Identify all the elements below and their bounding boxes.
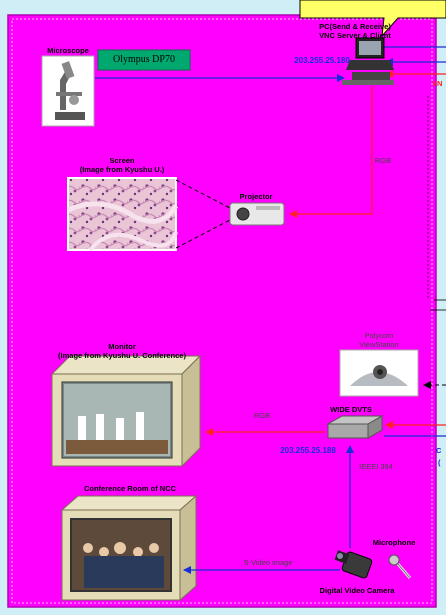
microscope-label: Microscope bbox=[47, 46, 89, 55]
pc-title: PC(Send & Receive) VNC Server & Client bbox=[319, 22, 391, 40]
polycom-icon bbox=[339, 349, 419, 397]
conference-room-label: Conference Room of NCC bbox=[83, 484, 177, 493]
projector-icon bbox=[229, 202, 285, 226]
dvts-label: WIDE DVTS bbox=[330, 405, 372, 414]
pc-ip: 203.255.25.180 bbox=[294, 56, 350, 65]
microphone-label: Microphone bbox=[372, 538, 416, 547]
projector-label: Projector bbox=[239, 192, 273, 201]
rgb-label-dvts: RGB bbox=[253, 411, 271, 420]
olympus-label-box bbox=[97, 49, 191, 71]
screen-label: Screen (Image from Kyushu U.) bbox=[79, 156, 165, 174]
microscope-icon bbox=[41, 55, 95, 127]
olympus-label: Olympus DP70 bbox=[113, 54, 175, 65]
edge-text-paren: ( bbox=[438, 458, 441, 467]
screen-image bbox=[66, 177, 179, 252]
rgb-label-pc: RGB bbox=[374, 156, 392, 165]
video-camera-label: Digital Video Camera bbox=[319, 586, 395, 595]
edge-text-vn: VN bbox=[432, 79, 443, 88]
video-camera-icon bbox=[334, 550, 373, 579]
ieee-label: IEEEI 394 bbox=[359, 462, 393, 471]
conference-room-icon bbox=[60, 494, 198, 602]
microphone-icon bbox=[388, 554, 412, 579]
dvts-ip: 203.255.25.188 bbox=[280, 446, 336, 455]
pc-icon bbox=[342, 37, 394, 85]
edge-text-c: C bbox=[436, 446, 442, 455]
callout-bubble bbox=[299, 0, 446, 38]
monitor-label: Monitor (Image from Kyushu U. Conference… bbox=[58, 342, 186, 360]
dvts-icon bbox=[326, 415, 384, 439]
svideo-label: S-Video image bbox=[243, 558, 293, 567]
polycom-label: Polycom ViewStation bbox=[359, 331, 399, 349]
monitor-icon bbox=[50, 354, 202, 468]
